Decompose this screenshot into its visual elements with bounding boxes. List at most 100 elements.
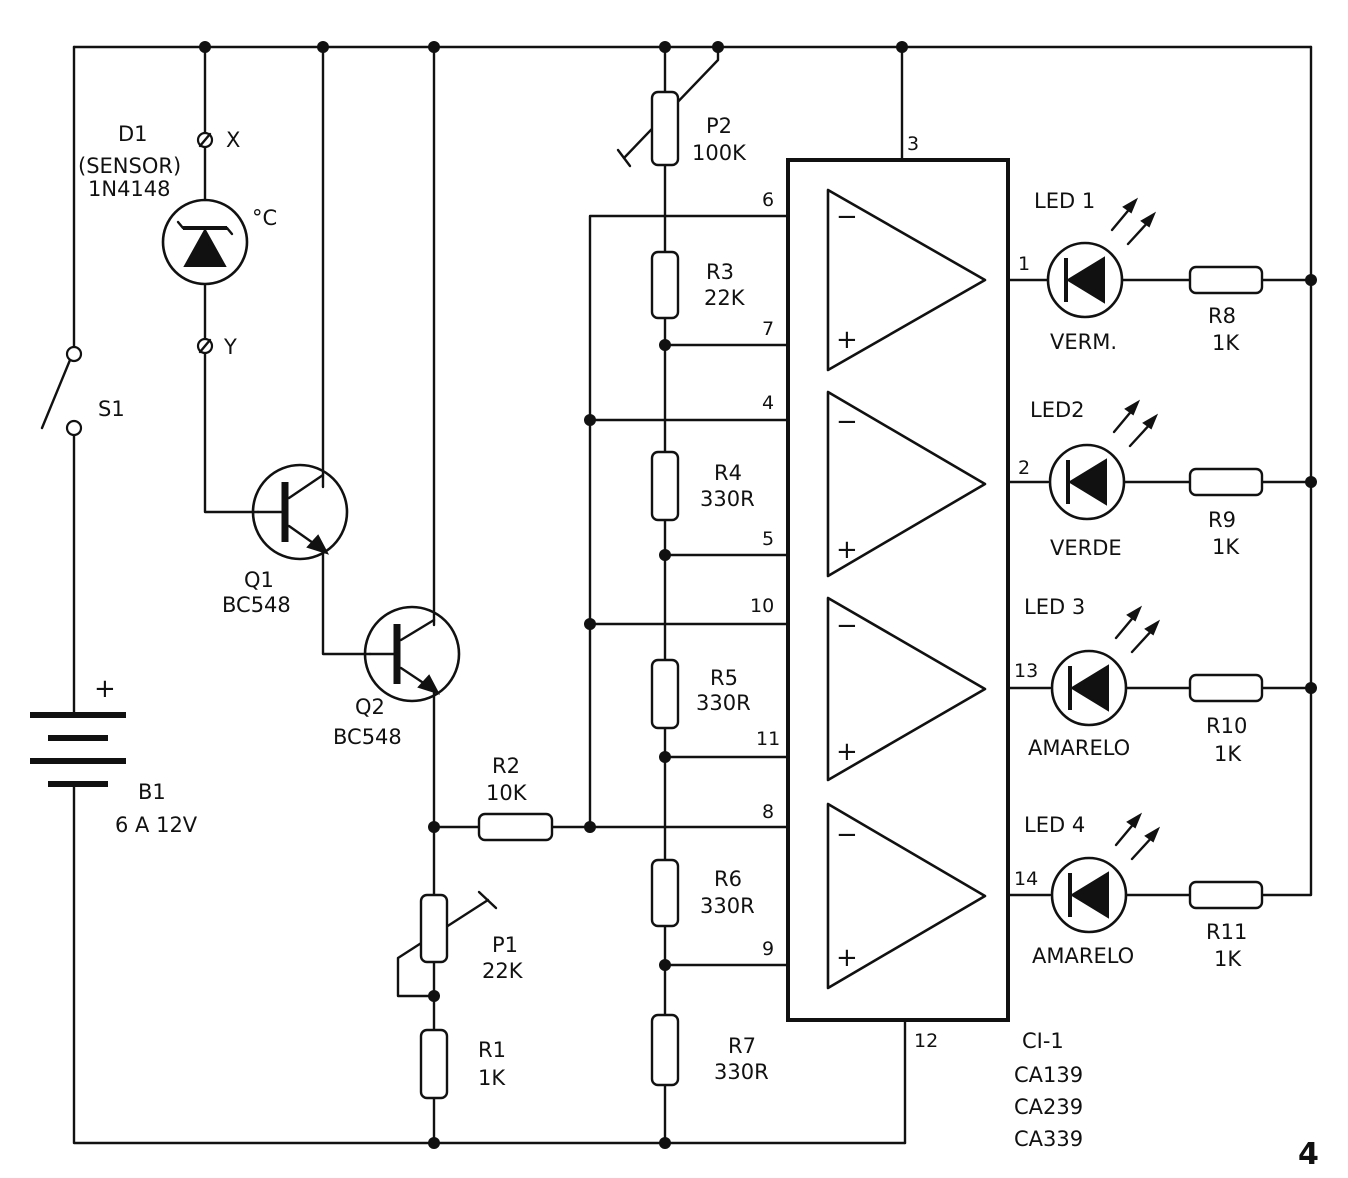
potentiometer-p2: P2 100K bbox=[616, 90, 747, 168]
r10-ref: R10 bbox=[1206, 714, 1247, 738]
r2-ref: R2 bbox=[492, 754, 520, 778]
q1-part: BC548 bbox=[222, 593, 291, 617]
comparator-b-minus: − bbox=[836, 407, 858, 437]
resistor-r9: R9 1K bbox=[1188, 467, 1264, 559]
ic-part-1: CA139 bbox=[1014, 1063, 1083, 1087]
p2-value: 100K bbox=[692, 141, 747, 165]
comparator-c-minus: − bbox=[836, 611, 858, 641]
r7-ref: R7 bbox=[728, 1034, 756, 1058]
diode-part: 1N4148 bbox=[88, 177, 171, 201]
switch-s1: S1 bbox=[40, 345, 125, 437]
ic-pin-d-plus: 9 bbox=[762, 938, 774, 960]
ic-pin-c-plus: 11 bbox=[756, 728, 780, 750]
led3-color: AMARELO bbox=[1028, 736, 1130, 760]
potentiometer-p1: P1 22K bbox=[419, 890, 524, 983]
r6-value: 330R bbox=[700, 894, 755, 918]
led2-color: VERDE bbox=[1050, 536, 1122, 560]
resistor-r5: R5 330R bbox=[650, 658, 751, 730]
battery-ref: B1 bbox=[138, 780, 166, 804]
resistor-r4: R4 330R bbox=[650, 450, 755, 522]
led1-ref: LED 1 bbox=[1034, 189, 1095, 213]
transistor-q1: Q1 BC548 bbox=[222, 463, 349, 617]
sensor-diode-d1: D1 (SENSOR) 1N4148 °C X Y bbox=[78, 122, 277, 359]
q2-part: BC548 bbox=[333, 725, 402, 749]
p2-ref: P2 bbox=[706, 114, 732, 138]
ic-ref: CI-1 bbox=[1022, 1029, 1064, 1053]
led-1: LED 1 VERM. bbox=[1034, 189, 1157, 354]
led-2: LED2 VERDE bbox=[1030, 398, 1159, 560]
diode-terminal-y: Y bbox=[223, 335, 237, 359]
p1-ref: P1 bbox=[492, 933, 518, 957]
ic-pin-c-out: 13 bbox=[1014, 660, 1038, 682]
r4-value: 330R bbox=[700, 487, 755, 511]
resistor-r8: R8 1K bbox=[1188, 265, 1264, 355]
ic-pin-d-out: 14 bbox=[1014, 868, 1038, 890]
comparator-d-minus: − bbox=[836, 820, 858, 850]
r4-ref: R4 bbox=[714, 461, 742, 485]
diode-ref: D1 bbox=[118, 122, 148, 146]
r5-ref: R5 bbox=[710, 666, 738, 690]
r7-value: 330R bbox=[714, 1060, 769, 1084]
battery-plus-sign: + bbox=[94, 674, 116, 704]
r9-ref: R9 bbox=[1208, 508, 1236, 532]
resistor-r6: R6 330R bbox=[650, 858, 755, 928]
ic-pin-vcc: 3 bbox=[907, 133, 919, 155]
led1-color: VERM. bbox=[1050, 330, 1117, 354]
ic-pin-b-plus: 5 bbox=[762, 528, 774, 550]
r8-value: 1K bbox=[1212, 331, 1240, 355]
battery-value: 6 A 12V bbox=[115, 813, 198, 837]
battery-b1: + B1 6 A 12V bbox=[30, 674, 198, 837]
ic-pin-c-minus: 10 bbox=[750, 595, 774, 617]
r10-value: 1K bbox=[1214, 742, 1242, 766]
transistor-q2: Q2 BC548 bbox=[333, 605, 461, 749]
led4-ref: LED 4 bbox=[1024, 813, 1085, 837]
comparator-b-plus: + bbox=[836, 535, 858, 565]
ic-part-3: CA339 bbox=[1014, 1127, 1083, 1151]
comparator-d-plus: + bbox=[836, 943, 858, 973]
p1-value: 22K bbox=[482, 959, 524, 983]
ic-pin-a-plus: 7 bbox=[762, 318, 774, 340]
r6-ref: R6 bbox=[714, 867, 742, 891]
r9-value: 1K bbox=[1212, 535, 1240, 559]
resistor-r1: R1 1K bbox=[419, 1028, 506, 1100]
led4-color: AMARELO bbox=[1032, 944, 1134, 968]
junctions bbox=[199, 41, 1317, 1149]
ic-pin-b-minus: 4 bbox=[762, 392, 774, 414]
led-3: LED 3 AMARELO bbox=[1024, 595, 1161, 760]
ic-pin-b-out: 2 bbox=[1018, 457, 1030, 479]
r5-value: 330R bbox=[696, 691, 751, 715]
resistor-r7: R7 330R bbox=[650, 1013, 769, 1087]
r11-value: 1K bbox=[1214, 947, 1242, 971]
resistor-r3: R3 22K bbox=[650, 250, 746, 320]
q2-ref: Q2 bbox=[355, 695, 385, 719]
diode-role: (SENSOR) bbox=[78, 154, 181, 178]
comparator-a-plus: + bbox=[836, 325, 858, 355]
led-4: LED 4 AMARELO bbox=[1024, 812, 1161, 968]
ic-pin-a-out: 1 bbox=[1018, 253, 1030, 275]
r3-ref: R3 bbox=[706, 260, 734, 284]
q1-ref: Q1 bbox=[244, 568, 274, 592]
ic-pin-d-minus: 8 bbox=[762, 801, 774, 823]
ic-part-2: CA239 bbox=[1014, 1095, 1083, 1119]
r3-value: 22K bbox=[704, 286, 746, 310]
diode-terminal-x: X bbox=[226, 128, 240, 152]
comparator-c-plus: + bbox=[836, 737, 858, 767]
resistor-r2: R2 10K bbox=[477, 754, 554, 842]
r11-ref: R11 bbox=[1206, 920, 1247, 944]
resistor-r10: R10 1K bbox=[1188, 673, 1264, 766]
comparator-a-minus: − bbox=[836, 202, 858, 232]
ic-pin-a-minus: 6 bbox=[762, 189, 774, 211]
comparator-ic: − + − + − + − + 3 12 6 7 1 4 5 2 10 11 1… bbox=[750, 133, 1083, 1151]
r8-ref: R8 bbox=[1208, 304, 1236, 328]
figure-number: 4 bbox=[1298, 1137, 1319, 1172]
switch-ref: S1 bbox=[98, 397, 125, 421]
diode-unit: °C bbox=[252, 206, 277, 230]
led3-ref: LED 3 bbox=[1024, 595, 1085, 619]
led2-ref: LED2 bbox=[1030, 398, 1085, 422]
r2-value: 10K bbox=[486, 781, 528, 805]
r1-ref: R1 bbox=[478, 1038, 506, 1062]
ic-pin-gnd: 12 bbox=[914, 1030, 938, 1052]
resistor-r11: R11 1K bbox=[1188, 880, 1264, 971]
r1-value: 1K bbox=[478, 1066, 506, 1090]
